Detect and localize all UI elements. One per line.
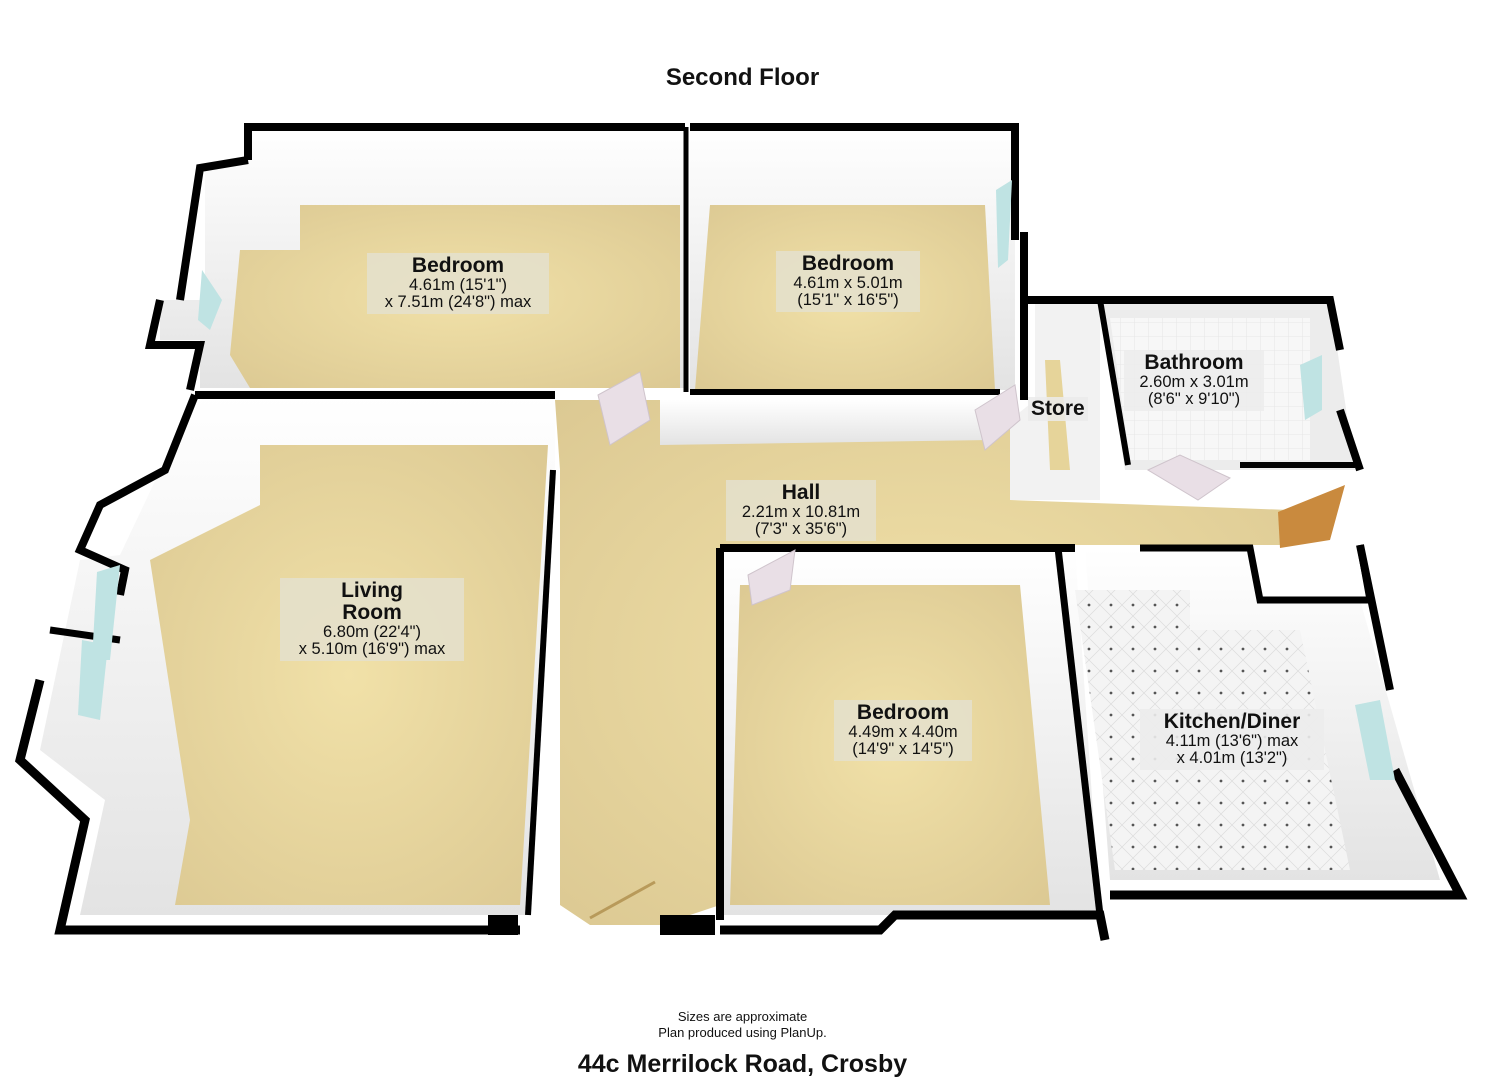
room-label-bathroom: Bathroom 2.60m x 3.01m (8'6" x 9'10") [1124,350,1264,411]
room-dimension: x 4.01m (13'2") [1176,749,1288,768]
sizes-note: Sizes are approximate [677,1009,808,1024]
room-name: Bedroom [411,254,505,277]
room-label-bedroom-3: Bedroom 4.49m x 4.40m (14'9" x 14'5") [834,700,972,761]
room-name: Bedroom [856,701,950,724]
room-name: Kitchen/Diner [1163,710,1301,733]
room-dimension: (7'3" x 35'6") [754,520,848,539]
room-name: Living [341,579,403,602]
room-dimension: 4.49m x 4.40m [848,723,958,742]
room-name: Hall [781,481,821,504]
room-dimension: 4.61m x 5.01m [793,274,903,293]
room-store [1010,232,1100,500]
room-name: Bathroom [1144,351,1244,374]
planup-note: Plan produced using PlanUp. [658,1025,827,1040]
room-dimension: (15'1" x 16'5") [797,291,899,310]
room-dimension: x 7.51m (24'8") max [384,293,532,312]
room-dimension: (8'6" x 9'10") [1147,390,1241,409]
room-dimension: 2.60m x 3.01m [1139,373,1249,392]
room-name: Room [342,601,402,625]
room-label-kitchen-diner: Kitchen/Diner 4.11m (13'6") max x 4.01m … [1140,709,1324,770]
room-dimension: (14'9" x 14'5") [852,740,954,759]
room-label-hall: Hall 2.21m x 10.81m (7'3" x 35'6") [726,480,876,541]
room-dimension: 4.61m (15'1") [409,276,507,295]
room-label-bedroom-1: Bedroom 4.61m (15'1") x 7.51m (24'8") ma… [367,253,549,314]
room-name: Bedroom [801,252,895,275]
room-dimension: x 5.10m (16'9") max [298,640,446,659]
property-address: 44c Merrilock Road, Crosby [577,1050,908,1078]
room-dimension: 2.21m x 10.81m [741,503,861,522]
room-dimension: 4.11m (13'6") max [1165,732,1299,751]
room-label-bedroom-2: Bedroom 4.61m x 5.01m (15'1" x 16'5") [776,251,920,312]
room-label-store: Store [1028,397,1088,421]
room-dimension: 6.80m (22'4") [323,623,421,642]
room-label-living-room: Living Room 6.80m (22'4") x 5.10m (16'9"… [280,578,464,661]
floor-title: Second Floor [665,64,820,91]
